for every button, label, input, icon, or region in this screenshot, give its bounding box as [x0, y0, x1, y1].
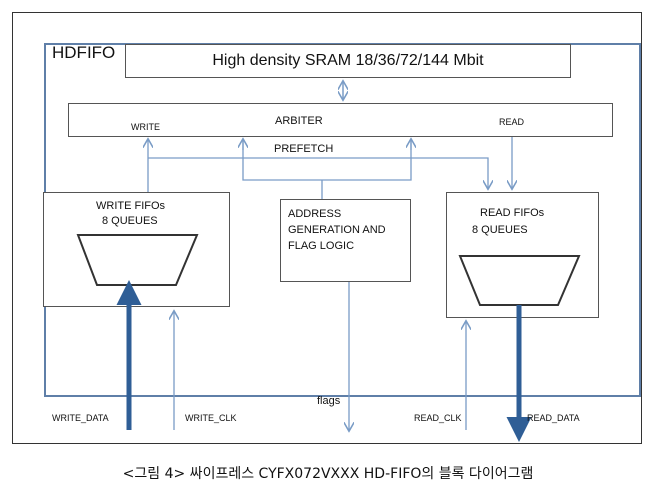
hdfifo-title: HDFIFO: [52, 43, 116, 62]
write-data-label: WRITE_DATA: [52, 413, 109, 423]
sram-label: High density SRAM 18/36/72/144 Mbit: [212, 52, 484, 69]
write-fifo-title: WRITE FIFOs: [96, 200, 166, 212]
read-fifo-block: READ FIFOs 8 QUEUES: [446, 192, 599, 318]
address-line-3: FLAG LOGIC: [288, 240, 355, 252]
read-fifo-queues: 8 QUEUES: [472, 224, 528, 236]
prefetch-label: PREFETCH: [274, 143, 334, 155]
read-clk-label: READ_CLK: [414, 413, 462, 423]
figure-caption: <그림 4> 싸이프레스 CYFX072VXXX HD-FIFO의 블록 다이어…: [122, 466, 534, 482]
address-line-2: GENERATION AND: [288, 224, 386, 236]
arbiter-write-label: WRITE: [131, 122, 160, 132]
flags-label: flags: [317, 395, 341, 407]
address-flag-logic-block: ADDRESS GENERATION AND FLAG LOGIC: [280, 199, 411, 282]
arbiter-block: ARBITER WRITE READ: [68, 103, 613, 137]
arbiter-label: ARBITER: [275, 115, 323, 127]
sram-block: High density SRAM 18/36/72/144 Mbit: [125, 44, 571, 78]
write-clk-label: WRITE_CLK: [185, 413, 237, 423]
read-fifo-title: READ FIFOs: [480, 207, 545, 219]
address-line-1: ADDRESS: [288, 208, 342, 220]
arbiter-read-label: READ: [499, 117, 525, 127]
write-fifo-queues: 8 QUEUES: [102, 215, 158, 227]
read-data-label: READ_DATA: [527, 413, 580, 423]
write-fifo-block: WRITE FIFOs 8 QUEUES: [43, 192, 230, 307]
